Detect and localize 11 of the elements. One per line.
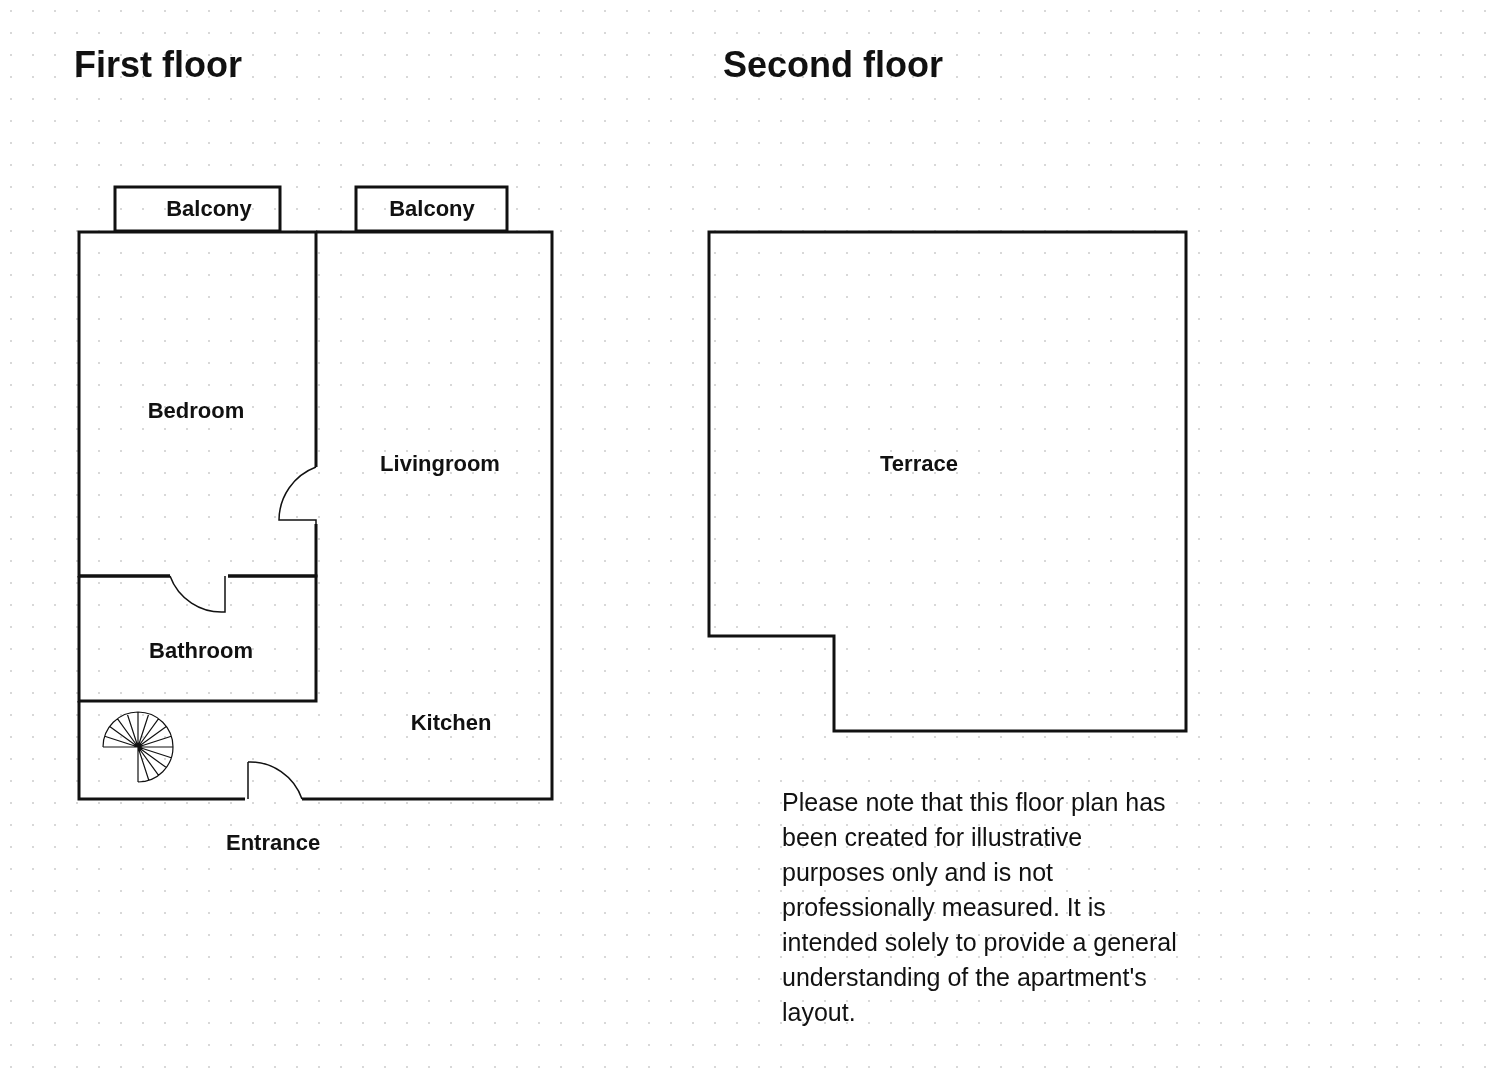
disclaimer-note: Please note that this floor plan has been created for illustrative purposes only and is not professionally measured. It is intended solely to provide a general understanding of the apartment's layout. — [782, 787, 1178, 1028]
room-label: Kitchen — [410, 710, 492, 736]
room-label: Balcony — [389, 196, 475, 222]
room-label: Bedroom — [147, 398, 245, 424]
room-label: Balcony — [166, 196, 252, 222]
room-label: Livingroom — [380, 451, 500, 477]
room-label: Bathroom — [149, 638, 253, 664]
room-label: Terrace — [880, 451, 958, 477]
floor-heading: First floor — [74, 44, 242, 86]
entrance-label: Entrance — [226, 830, 321, 856]
floor-heading: Second floor — [723, 44, 943, 86]
